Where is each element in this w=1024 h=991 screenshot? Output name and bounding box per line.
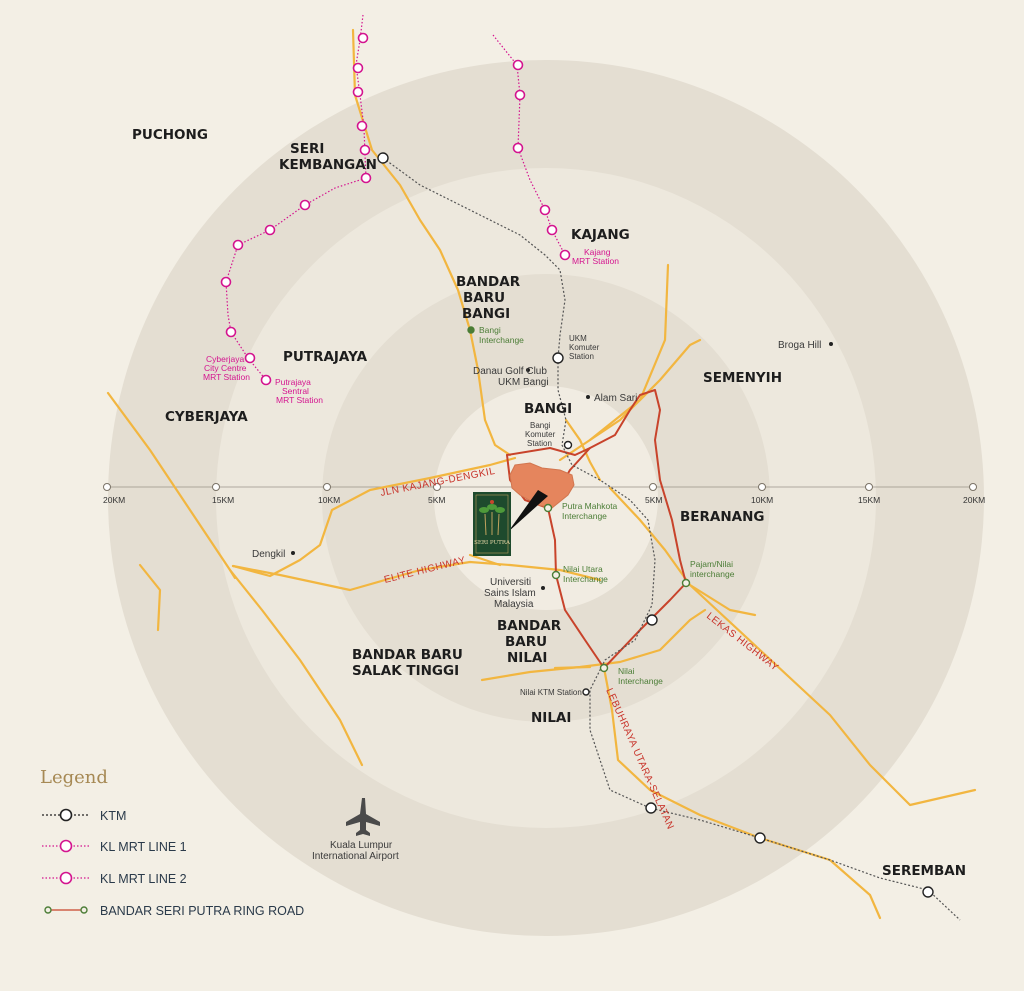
region-label-bandar-baru-bangi: BANDAR [456,274,521,290]
legend-item-ring-road: BANDAR SERI PUTRA RING ROAD [44,904,304,918]
region-label-puchong: PUCHONG [132,127,208,143]
station-label-ukm-komuter: Komuter [569,343,600,352]
logo-text: SERI PUTRA [474,540,511,546]
station-label-ukm-komuter: UKM [569,334,587,343]
airplane-icon [346,798,380,836]
region-label-bandar-baru-bangi: BANGI [462,306,510,322]
scale-axis: 20KM 15KM 10KM 5KM 5KM 10KM 15KM 20KM [103,483,985,505]
station-label-nilai-ktm: Nilai KTM Station [520,688,582,697]
legend-label: KTM [100,809,126,823]
legend-label: KL MRT LINE 1 [100,840,187,854]
place-label-danau-golf: Danau Golf Club [473,366,547,377]
place-label-danau-golf: UKM Bangi [498,377,549,388]
mrt-label-putrajaya: MRT Station [276,395,323,405]
region-label-cyberjaya: CYBERJAYA [165,409,248,425]
scale-label: 10KM [751,495,773,505]
legend-item-mrt-line-2: KL MRT LINE 2 [42,871,187,886]
legend: Legend KTM KL MRT LINE 1 KL MRT LINE 2 B… [40,767,304,918]
region-label-salak-tinggi: SALAK TINGGI [352,663,459,679]
region-label-seri-kembangan: SERI [290,141,324,157]
interchange-label-bangi: Bangi [479,325,501,335]
ktm-rail [382,157,961,921]
region-label-seri-kembangan: KEMBANGAN [279,157,377,173]
station-label-bangi-komuter: Bangi [530,421,551,430]
interchange-label-putra-mahkota: Interchange [562,511,607,521]
mrt-line-2 [225,14,367,381]
scale-label: 15KM [212,495,234,505]
legend-title: Legend [40,767,108,788]
place-label-usim: Sains Islam [484,588,536,599]
station-label-bangi-komuter: Komuter [525,430,556,439]
airport-label: Kuala Lumpur [330,840,393,851]
region-label-bandar-baru-bangi: BARU [463,290,505,306]
legend-label: BANDAR SERI PUTRA RING ROAD [100,904,304,918]
interchange-label-nilai-utara: Nilai Utara [563,564,603,574]
ktm-station-icons [377,152,934,898]
airport-label: International Airport [312,851,399,862]
seri-putra-logo: SERI PUTRA [473,492,511,556]
place-label-usim: Malaysia [494,599,534,610]
place-label-usim: Universiti [490,577,531,588]
scale-label: 20KM [963,495,985,505]
place-label-broga-hill: Broga Hill [778,340,821,351]
interchange-label-nilai-utara: Interchange [563,574,608,584]
mrt-label-putrajaya: Putrajaya [275,377,311,387]
interchange-label-nilai: Interchange [618,676,663,686]
place-label-alam-sari: Alam Sari [594,393,637,404]
interchange-label-putra-mahkota: Putra Mahkota [562,501,618,511]
region-label-bandar-baru-nilai: NILAI [507,650,547,666]
scale-label: 15KM [858,495,880,505]
region-label-bandar-baru-nilai: BANDAR [497,618,562,634]
mrt-label-kajang: Kajang [584,247,611,257]
mrt-station-icons [220,32,571,386]
station-label-ukm-komuter: Station [569,352,594,361]
interchange-label-nilai: Nilai [618,666,635,676]
place-label-dengkil: Dengkil [252,549,285,560]
interchange-label-pajam: interchange [690,569,735,579]
interchange-markers [467,326,691,673]
legend-label: KL MRT LINE 2 [100,872,187,886]
region-label-salak-tinggi: BANDAR BARU [352,647,463,663]
interchange-label-bangi: Interchange [479,335,524,345]
scale-label: 10KM [318,495,340,505]
scale-label: 20KM [103,495,125,505]
region-label-nilai: NILAI [531,710,571,726]
station-label-bangi-komuter: Station [527,439,552,448]
region-label-semenyih: SEMENYIH [703,370,782,386]
mrt-label-cyberjaya: Cyberjaya [206,354,245,364]
legend-item-ktm: KTM [42,808,126,823]
region-label-beranang: BERANANG [680,509,764,525]
mrt-label-cyberjaya: City Centre [204,363,247,373]
mrt-label-kajang: MRT Station [572,256,619,266]
scale-label: 5KM [645,495,662,505]
place-dots [291,342,833,590]
development-site [508,462,575,532]
region-label-bangi: BANGI [524,401,572,417]
mrt-label-putrajaya: Sentral [282,386,309,396]
region-label-seremban: SEREMBAN [882,863,966,879]
scale-label: 5KM [428,495,445,505]
region-label-putrajaya: PUTRAJAYA [283,349,368,365]
mrt-label-cyberjaya: MRT Station [203,372,250,382]
legend-item-mrt-line-1: KL MRT LINE 1 [42,839,187,854]
interchange-label-pajam: Pajam/Nilai [690,559,733,569]
region-label-bandar-baru-nilai: BARU [505,634,547,650]
region-label-kajang: KAJANG [571,227,630,243]
